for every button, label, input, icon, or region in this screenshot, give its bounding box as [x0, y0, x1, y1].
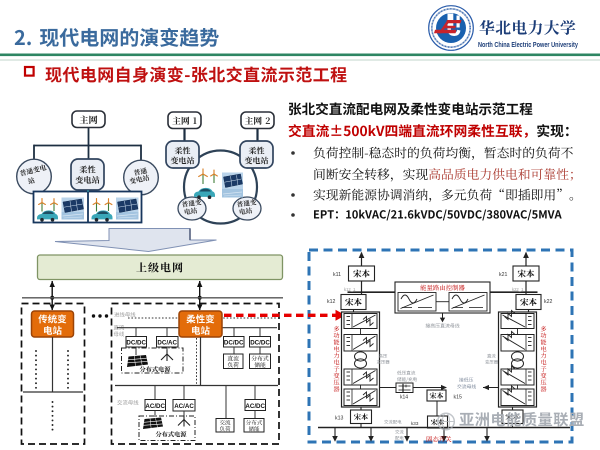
svg-text:k11: k11 [333, 272, 341, 278]
svg-text:k14: k14 [400, 395, 408, 401]
svg-text:DC/DC: DC/DC [250, 340, 270, 347]
svg-text:AC/DC: AC/DC [245, 403, 265, 410]
svg-text:k15: k15 [454, 395, 462, 401]
svg-text:k12_1: k12_1 [344, 287, 356, 292]
svg-text:AC/AC: AC/AC [174, 403, 194, 410]
svg-text:AC/DC: AC/DC [145, 403, 165, 410]
svg-text:DC/DC: DC/DC [224, 340, 244, 347]
svg-text:k22_1: k22_1 [512, 287, 524, 292]
svg-text:k13: k13 [335, 416, 343, 422]
svg-text:k12: k12 [327, 299, 335, 305]
svg-text:k33: k33 [411, 421, 419, 426]
svg-text:North China Electric Power Uni: North China Electric Power University [478, 40, 579, 49]
svg-text:DC/DC: DC/DC [126, 340, 146, 347]
svg-text:k21: k21 [499, 272, 507, 278]
svg-text:k22: k22 [544, 299, 552, 305]
svg-text:DC/AC: DC/AC [157, 340, 177, 347]
